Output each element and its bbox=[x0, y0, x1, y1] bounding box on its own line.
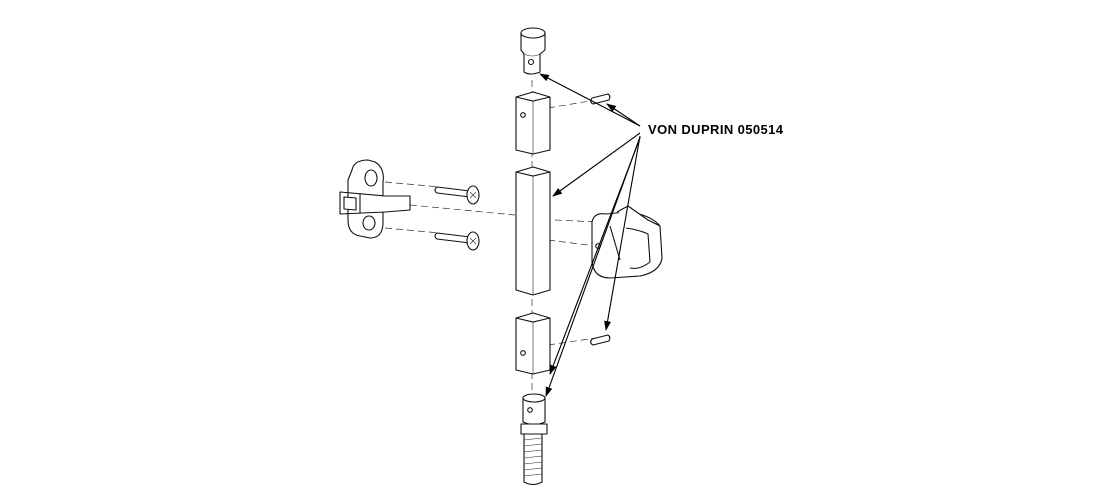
callout-leaders bbox=[539, 73, 641, 397]
middle-rod-segment bbox=[515, 166, 551, 296]
latch-housing bbox=[591, 205, 663, 279]
bottom-rod-segment bbox=[515, 312, 551, 375]
top-rod-segment bbox=[515, 91, 551, 155]
alignment-lines bbox=[384, 80, 599, 392]
top-pin bbox=[590, 93, 611, 105]
bottom-pin bbox=[590, 334, 611, 346]
part-number-callout: VON DUPRIN 050514 bbox=[648, 122, 784, 137]
bottom-threaded-bolt bbox=[520, 393, 548, 486]
top-rod-guide bbox=[520, 27, 546, 75]
strike-bracket bbox=[339, 159, 411, 239]
upper-screw bbox=[434, 185, 480, 205]
lower-screw bbox=[434, 231, 480, 251]
